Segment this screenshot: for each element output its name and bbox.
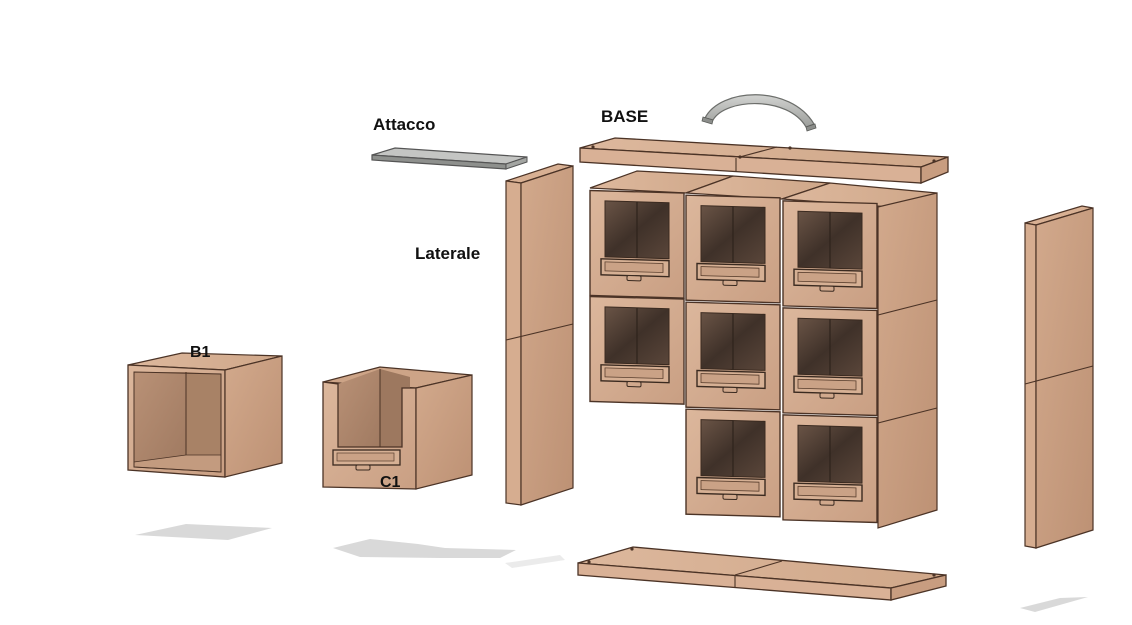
base-bottom-board [577, 546, 947, 601]
label-attacco: Attacco [373, 115, 436, 134]
b1-box [127, 352, 283, 478]
floor-shadows [135, 524, 1088, 612]
laterale-right-panel [1024, 205, 1094, 549]
base-top-board [579, 137, 949, 184]
handle-part [701, 94, 817, 132]
label-laterale: Laterale [415, 244, 481, 263]
laterale-left-panel [505, 163, 574, 506]
drawer-grid [589, 170, 938, 529]
label-b1: B1 [190, 344, 211, 361]
attacco-plate [371, 147, 528, 170]
label-base: BASE [601, 107, 649, 126]
label-c1: C1 [380, 474, 401, 491]
c1-drawer-box [322, 366, 473, 490]
